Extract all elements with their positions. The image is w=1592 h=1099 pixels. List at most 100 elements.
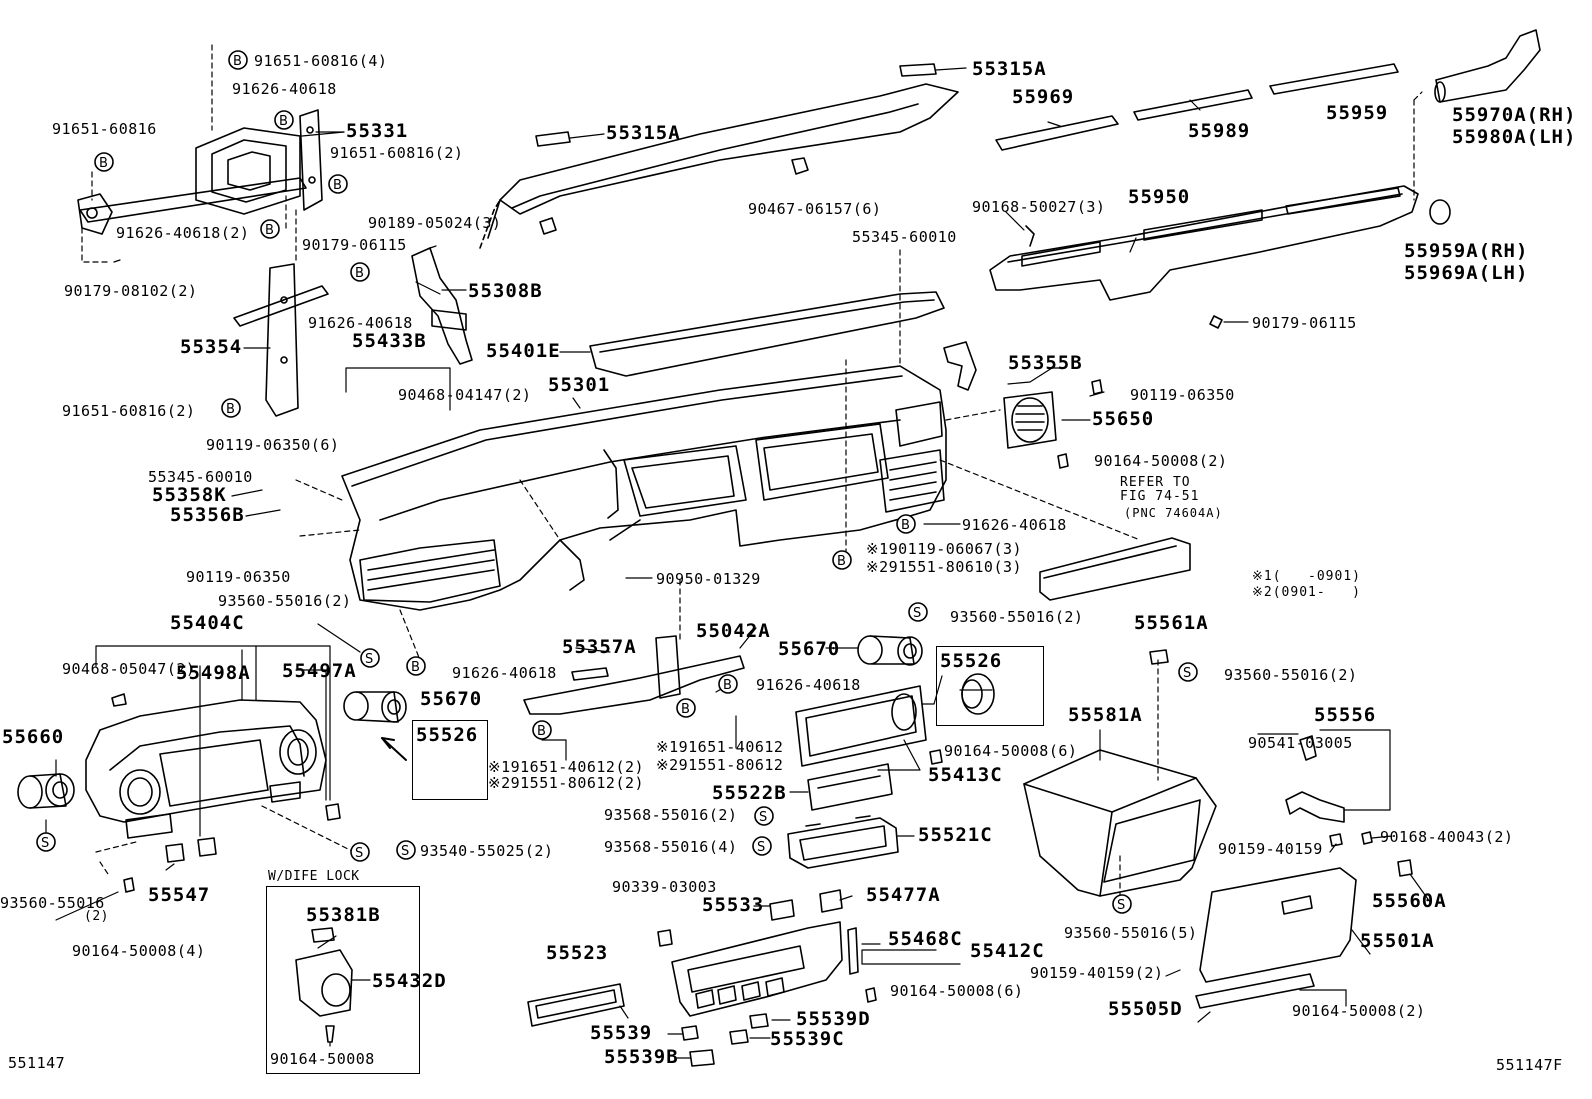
part-label: 55526 [940, 650, 1003, 672]
part-label: 55468C [888, 928, 963, 950]
part-label: 55522B [712, 782, 787, 804]
svg-text:B: B [901, 518, 910, 533]
part-label: 90950-01329 [656, 570, 761, 588]
part-label: 55539B [604, 1046, 679, 1068]
part-label: ※291551-80612 [656, 756, 784, 774]
part-label: 55404C [170, 612, 245, 634]
panel-55412C-drawing [657, 889, 859, 1017]
bolt-b-icon: B [228, 50, 248, 70]
part-label: 55331 [346, 120, 409, 142]
part-label: 93560-55016(2) [1224, 666, 1358, 684]
screw-s-icon: S [1178, 662, 1198, 682]
part-label: 91626-40618 [308, 314, 413, 332]
part-label: ※191651-40612(2) [488, 758, 645, 776]
part-label: 90119-06350(6) [206, 436, 340, 454]
part-label: 93560-55016 [0, 894, 105, 912]
part-label: 55969A(LH) [1404, 262, 1529, 284]
part-label: 55539 [590, 1022, 653, 1044]
part-label: 55581A [1068, 704, 1143, 726]
part-label: 90468-04147(2) [398, 386, 532, 404]
svg-text:S: S [41, 836, 49, 851]
part-label: 90164-50008(4) [72, 942, 206, 960]
vent-55670-right-drawing [857, 635, 923, 666]
part-label: 93568-55016(2) [604, 806, 738, 824]
svg-text:S: S [759, 810, 767, 825]
bolt-b-icon: B [350, 262, 370, 282]
part-label: 93560-55016(2) [950, 608, 1084, 626]
part-label: 55315A [606, 122, 681, 144]
bracket-55042A-drawing [523, 635, 745, 715]
bolt-b-icon: B [406, 656, 426, 676]
part-label: 91651-60816(4) [254, 52, 388, 70]
part-label: 55042A [696, 620, 771, 642]
part-label: 90179-06115 [1252, 314, 1357, 332]
cluster-55404C-drawing [85, 699, 327, 839]
part-label: 55547 [148, 884, 211, 906]
screw-s-icon: S [350, 842, 370, 862]
part-label: (2) [84, 909, 109, 924]
ring-55526-drawing [961, 673, 995, 715]
part-label: 55650 [1092, 408, 1155, 430]
svg-text:B: B [411, 660, 420, 675]
svg-text:B: B [265, 223, 274, 238]
svg-text:S: S [365, 652, 373, 667]
bolt-b-icon: B [328, 174, 348, 194]
part-label: 55670 [420, 688, 483, 710]
screw-s-icon: S [360, 648, 380, 668]
part-label: 93560-55016(2) [218, 592, 352, 610]
bolt-b-icon: B [676, 698, 696, 718]
part-label: 55670 [778, 638, 841, 660]
screw-s-icon: S [36, 832, 56, 852]
part-label: 90541-03005 [1248, 734, 1353, 752]
part-label: 55539D [796, 1008, 871, 1030]
svg-text:S: S [1183, 666, 1191, 681]
part-label: 90159-40159(2) [1030, 964, 1164, 982]
svg-text:B: B [537, 724, 546, 739]
bracket-55354-drawing [233, 263, 329, 417]
part-label: 55969 [1012, 86, 1075, 108]
dife-lock-switch-drawing [295, 927, 353, 1043]
refer-note-line3: (PNC 74604A) [1124, 506, 1223, 520]
bracket-55308B-drawing [411, 247, 473, 365]
part-label: 90164-50008(6) [944, 742, 1078, 760]
part-label: 91626-40618 [962, 516, 1067, 534]
part-label: 55989 [1188, 120, 1251, 142]
defroster-nozzle-drawing [479, 63, 959, 249]
part-label: 55556 [1314, 704, 1377, 726]
bolt-b-icon: B [260, 219, 280, 239]
bezel-55413C-drawing [795, 685, 943, 767]
glovebox-55581A-drawing [1023, 749, 1217, 897]
vent-55650-drawing [943, 341, 1103, 469]
inset-box-dife-lock [266, 886, 420, 1074]
bolt-b-icon: B [896, 514, 916, 534]
part-label: 90164-50008(6) [890, 982, 1024, 1000]
part-label: 55413C [928, 764, 1003, 786]
part-label: 55401E [486, 340, 561, 362]
figure-id-right: 551147F [1496, 1056, 1563, 1074]
part-label: 55477A [866, 884, 941, 906]
svg-text:S: S [913, 606, 921, 621]
duct-55950-drawing [989, 185, 1451, 329]
svg-text:B: B [99, 156, 108, 171]
part-label: 91626-40618(2) [116, 224, 250, 242]
part-label: 55412C [970, 940, 1045, 962]
part-label: 55560A [1372, 890, 1447, 912]
svg-text:S: S [355, 846, 363, 861]
part-label: 55497A [282, 660, 357, 682]
part-label: 55355B [1008, 352, 1083, 374]
pad-74604A-drawing [1039, 537, 1191, 601]
box-55521C-drawing [787, 815, 899, 869]
part-label: 55354 [180, 336, 243, 358]
inset-box-55526-right [936, 646, 1044, 726]
switches-55539-drawing [681, 987, 877, 1067]
part-label: 55433B [352, 330, 427, 352]
part-label: 55980A(LH) [1452, 126, 1577, 148]
part-label: 55345-60010 [148, 468, 253, 486]
part-label: 90339-03003 [612, 878, 717, 896]
vent-strips-drawing [995, 29, 1541, 151]
dash-pad-55401E-drawing [589, 291, 945, 377]
part-label: 91626-40618 [232, 80, 337, 98]
screw-s-icon: S [754, 806, 774, 826]
bolt-b-icon: B [532, 720, 552, 740]
